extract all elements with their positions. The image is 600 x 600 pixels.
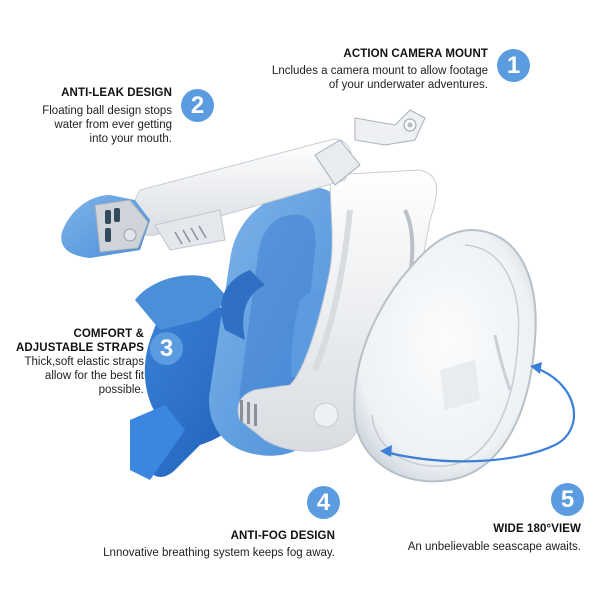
feature-anti-fog-design: ANTI-FOG DESIGN Lnnovative breathing sys…: [103, 529, 335, 560]
dry-top-valve: [61, 195, 150, 258]
view-angle-arrow: [380, 362, 576, 463]
feature-wide-180-view: WIDE 180°VIEW An unbelievable seascape a…: [408, 522, 581, 554]
feature-desc-line: Lncludes a camera mount to allow footage: [271, 65, 488, 77]
feature-anti-leak-design: ANTI-LEAK DESIGN Floating ball design st…: [42, 86, 172, 146]
feature-desc-line: Lnnovative breathing system keeps fog aw…: [103, 547, 335, 559]
number-badge-2: 2: [181, 89, 214, 122]
feature-desc-line: water from ever getting: [54, 119, 172, 131]
feature-title: ANTI-FOG DESIGN: [230, 530, 335, 542]
number-badge-3: 3: [150, 332, 183, 365]
number-badge-1: 1: [497, 49, 530, 82]
feature-desc-line: An unbelievable seascape awaits.: [407, 541, 581, 553]
feature-desc-line: allow for the best fit: [44, 370, 144, 382]
feature-desc-line: Thick,soft elastic straps: [24, 356, 144, 368]
feature-title: ACTION CAMERA MOUNT: [343, 48, 488, 60]
number-badge-5: 5: [551, 483, 584, 516]
clear-lens: [353, 228, 537, 483]
feature-desc-line: into your mouth.: [89, 133, 172, 145]
camera-mount: [314, 109, 426, 186]
feature-title: ANTI-LEAK DESIGN: [61, 87, 172, 99]
feature-title-line: COMFORT &: [73, 328, 144, 340]
valve-ball: [313, 402, 339, 428]
feature-desc-line: possible.: [98, 384, 144, 396]
feature-title: WIDE 180°VIEW: [493, 523, 581, 535]
feature-action-camera-mount: ACTION CAMERA MOUNT Lncludes a camera mo…: [272, 47, 488, 92]
feature-title-line: ADJUSTABLE STRAPS: [16, 342, 144, 354]
feature-desc-line: Floating ball design stops: [42, 105, 172, 117]
feature-desc-line: of your underwater adventures.: [328, 79, 488, 91]
number-badge-4: 4: [307, 486, 340, 519]
feature-comfort-adjustable-straps: COMFORT & ADJUSTABLE STRAPS Thick,soft e…: [16, 327, 144, 397]
